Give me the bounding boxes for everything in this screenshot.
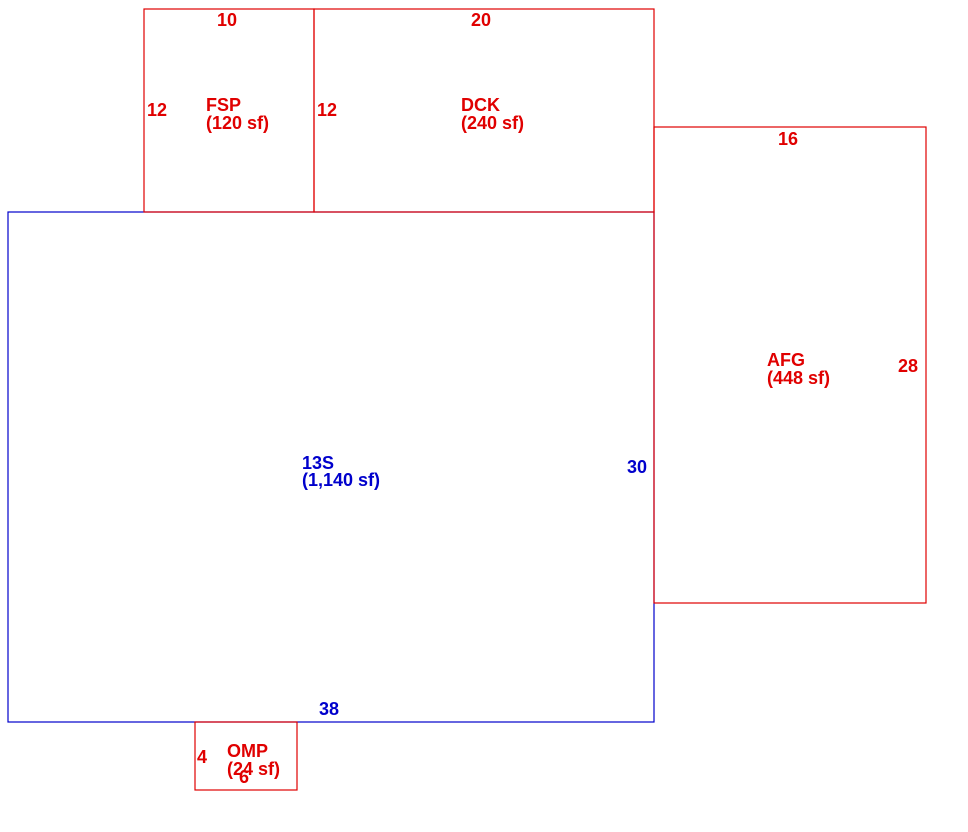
area-fsp-dim-top: 10 [217,10,237,30]
area-omp-size: (24 sf) [227,759,280,779]
area-13s-dim-right: 30 [627,457,647,477]
area-omp-dim-bottom: 6 [239,767,249,787]
area-13s-size: (1,140 sf) [302,470,380,490]
area-dck-dim-top: 20 [471,10,491,30]
area-fsp-dim-left: 12 [147,100,167,120]
area-afg-size: (448 sf) [767,368,830,388]
area-dck-dim-left: 12 [317,100,337,120]
area-afg-dim-right: 28 [898,356,918,376]
area-13s-dim-bottom: 38 [319,699,339,719]
area-13s: 13S (1,140 sf) 38 30 [7,211,655,723]
area-omp-outline [194,721,298,791]
area-dck: DCK (240 sf) 20 12 [313,8,655,213]
area-dck-code: DCK [461,95,500,115]
area-afg-dim-top: 16 [778,129,798,149]
area-dck-size: (240 sf) [461,113,524,133]
area-omp: OMP (24 sf) 6 4 [194,721,298,791]
area-13s-code: 13S [302,453,334,473]
area-fsp: FSP (120 sf) 10 12 [143,8,315,213]
area-fsp-code: FSP [206,95,241,115]
area-dck-outline [313,8,655,213]
area-afg-outline [653,126,927,604]
area-omp-code: OMP [227,741,268,761]
area-afg-code: AFG [767,350,805,370]
area-fsp-size: (120 sf) [206,113,269,133]
area-afg: AFG (448 sf) 16 28 [653,126,927,604]
area-omp-dim-left: 4 [197,747,207,767]
